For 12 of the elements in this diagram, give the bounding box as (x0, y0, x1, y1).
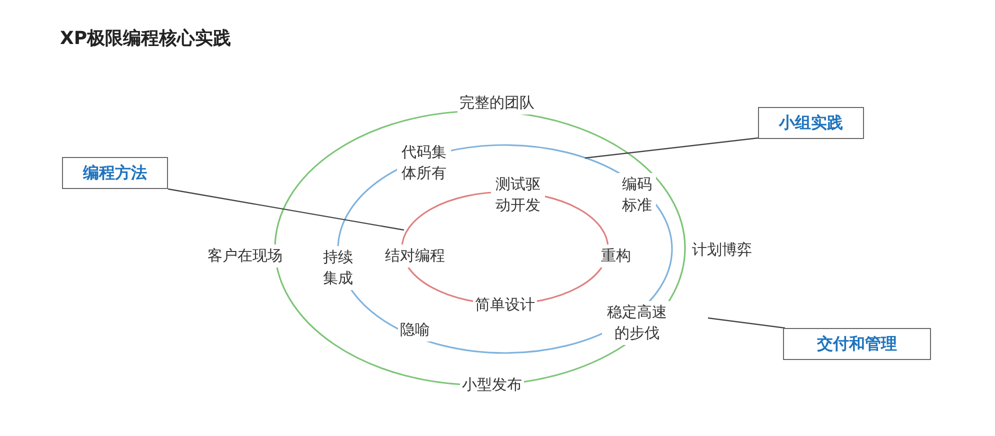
practice-label: 稳定高速的步伐 (602, 301, 672, 345)
practice-label: 客户在现场 (206, 244, 284, 268)
leader-line (584, 137, 758, 159)
title: XP极限编程核心实践 (60, 27, 232, 50)
practice-label: 重构 (599, 244, 633, 268)
practice-label: 结对编程 (383, 244, 447, 268)
category-box: 小组实践 (758, 107, 864, 139)
category-box: 交付和管理 (783, 328, 931, 360)
category-box: 编程方法 (62, 157, 168, 189)
leader-line (168, 188, 404, 231)
leader-line (708, 317, 786, 329)
practice-label: 完整的团队 (458, 92, 536, 114)
